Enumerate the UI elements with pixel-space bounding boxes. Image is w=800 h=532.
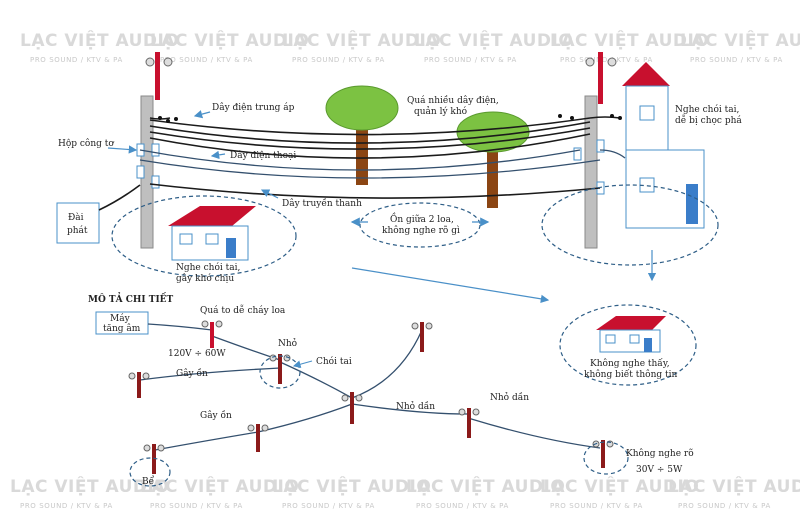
label-harsh: Chói tai <box>316 356 352 367</box>
watermark-brand: LẠC VIỆT AUDIO <box>20 29 179 51</box>
detail-title: MÔ TẢ CHI TIẾT <box>88 292 174 305</box>
house-left <box>168 206 256 261</box>
label-too-many-wires-1: Quá nhiều dây điện, <box>407 95 499 106</box>
detail-poles <box>137 322 605 474</box>
watermark-tagline: PRO SOUND / KTV & PA <box>282 502 375 510</box>
label-unclear: Không nghe rõ <box>626 448 694 459</box>
label-house-left-1: Nghe chói tai, <box>176 262 240 273</box>
label-voltage-low: 30V ÷ 5W <box>636 465 683 475</box>
house-far <box>596 316 666 353</box>
watermark-tagline: PRO SOUND / KTV & PA <box>424 56 517 64</box>
label-too-many-wires-2: quản lý khó <box>414 106 467 117</box>
pole-right <box>573 52 617 249</box>
watermark-tagline: PRO SOUND / KTV & PA <box>550 502 643 510</box>
label-high-voltage-wire: Dây điện trung áp <box>212 102 295 113</box>
label-amplifier-1: Máy <box>110 313 131 324</box>
broken-zone <box>129 457 171 487</box>
detail-wires <box>139 323 601 451</box>
watermark-brand: LẠC VIỆT AUDIO <box>414 29 573 51</box>
watermark-brand: LẠC VIỆT AUDIO <box>150 29 309 51</box>
watermark-tagline: PRO SOUND / KTV & PA <box>30 56 123 64</box>
watermark-brand: LẠC VIỆT AUDIO <box>550 29 709 51</box>
watermark-tagline: PRO SOUND / KTV & PA <box>160 56 253 64</box>
watermark-brand: LẠC VIỆT AUDIO <box>680 29 800 51</box>
watermark-top-row: LẠC VIỆT AUDIO PRO SOUND / KTV & PA LẠC … <box>20 29 800 64</box>
label-small-1: Nhỏ <box>278 338 297 349</box>
detail-speakers <box>128 320 614 452</box>
harsh-zone <box>259 355 301 389</box>
watermark-brand: LẠC VIỆT AUDIO <box>140 475 299 497</box>
insulators <box>158 114 622 123</box>
label-house-right-1: Nghe chói tai, <box>675 104 739 115</box>
label-house-left-2: gây khó chịu <box>176 273 234 284</box>
amplifier-box <box>95 311 149 335</box>
label-voltage-high: 120V ÷ 60W <box>168 349 226 359</box>
watermark-tagline: PRO SOUND / KTV & PA <box>678 502 771 510</box>
watermark-brand: LẠC VIỆT AUDIO <box>668 475 800 497</box>
label-broken: Bể <box>142 475 155 487</box>
watermark-brand: LẠC VIỆT AUDIO <box>282 29 441 51</box>
label-noisy-between-1: Ồn giữa 2 loa, <box>390 212 454 225</box>
label-house-far-1: Không nghe thấy, <box>590 358 670 369</box>
watermark-tagline: PRO SOUND / KTV & PA <box>150 502 243 510</box>
label-fading-1: Nhỏ dần <box>396 401 435 412</box>
house-left-zone <box>111 195 297 277</box>
noisy-zone <box>359 202 481 248</box>
label-amplifier-2: tăng âm <box>103 323 141 334</box>
label-station-2: phát <box>67 225 88 236</box>
watermark-brand: LẠC VIỆT AUDIO <box>406 475 565 497</box>
label-house-right-2: dễ bị chọc phá <box>675 114 742 126</box>
house-right-zone <box>541 184 719 266</box>
watermark-brand: LẠC VIỆT AUDIO <box>540 475 699 497</box>
watermark-tagline: PRO SOUND / KTV & PA <box>690 56 783 64</box>
label-fading-2: Nhỏ dần <box>490 392 529 403</box>
label-noisy-2: Gây ồn <box>200 410 232 421</box>
pole-left <box>136 52 173 249</box>
broadcast-station <box>56 184 141 244</box>
label-house-far-2: không biết thông tin <box>584 369 677 380</box>
house-right <box>622 62 705 229</box>
label-broadcast-wire: Dây truyền thanh <box>282 198 362 209</box>
watermark-brand: LẠC VIỆT AUDIO <box>10 475 169 497</box>
watermark-tagline: PRO SOUND / KTV & PA <box>292 56 385 64</box>
watermark-tagline: PRO SOUND / KTV & PA <box>20 502 113 510</box>
label-too-loud: Quá to dễ cháy loa <box>200 304 286 316</box>
watermark-brand: LẠC VIỆT AUDIO <box>272 475 431 497</box>
label-meter-box: Hộp công tơ <box>58 138 114 149</box>
label-noisy-1: Gây ồn <box>176 368 208 379</box>
house-far-zone <box>559 304 697 386</box>
watermark-tagline: PRO SOUND / KTV & PA <box>560 56 653 64</box>
tree-left <box>325 85 399 185</box>
unclear-zone <box>583 441 629 475</box>
label-noisy-between-2: không nghe rõ gì <box>382 225 460 236</box>
watermark-bottom-row: LẠC VIỆT AUDIO PRO SOUND / KTV & PA LẠC … <box>10 475 800 510</box>
label-station-1: Đài <box>68 212 84 223</box>
watermark-tagline: PRO SOUND / KTV & PA <box>416 502 509 510</box>
power-wires <box>139 116 626 199</box>
label-phone-wire: Dây điện thoại <box>230 150 296 161</box>
